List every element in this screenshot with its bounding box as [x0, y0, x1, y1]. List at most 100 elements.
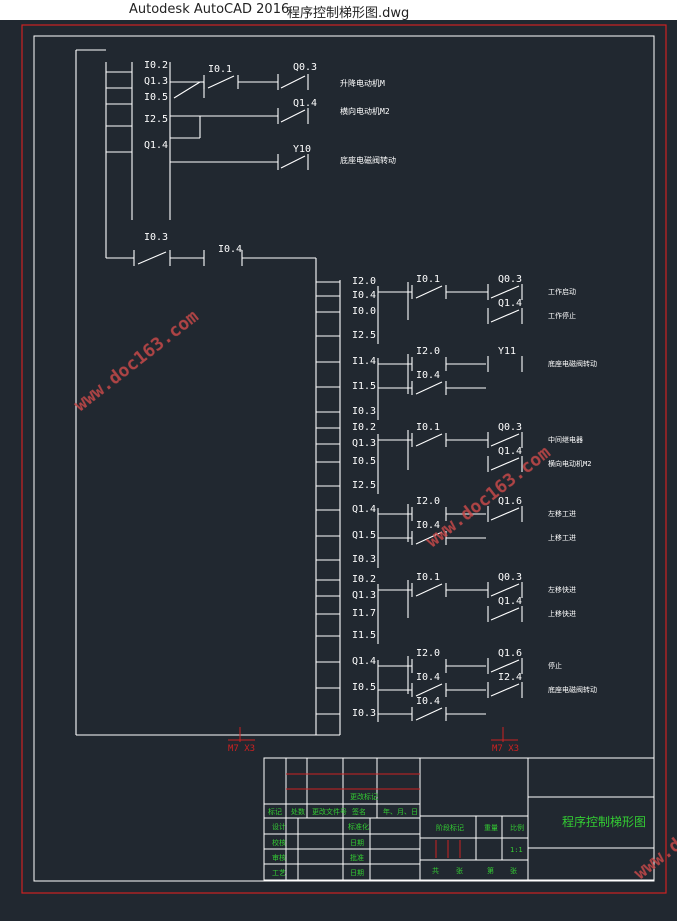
lower-g0-coil-0: Q0.3 [498, 274, 522, 285]
mid-contact-a: I0.3 [144, 232, 168, 243]
c [280, 155, 306, 169]
upper-contact-label-0: I0.2 [144, 60, 168, 71]
lower-g5-contact-1: I0.5 [352, 682, 376, 693]
tb-std-1: 日期 [350, 839, 364, 847]
c [280, 109, 306, 123]
rung1-series-label: I0.1 [208, 64, 232, 75]
ladder-diagram [75, 49, 523, 736]
lower-g1-series-0-label: I2.0 [416, 346, 440, 357]
lower-g2-coil-0: Q0.3 [498, 422, 522, 433]
lower-g2-out-label-1: 横向电动机M2 [548, 459, 591, 468]
mid-contact-b: I0.4 [218, 244, 242, 255]
lower-g0-coil-1: Q1.4 [498, 298, 522, 309]
section-markers: M7 X3 M7 X3 [228, 727, 519, 754]
lower-g2-out-label-0: 中间继电器 [548, 435, 583, 444]
lower-g2-contact-0: I0.2 [352, 422, 376, 433]
watermark-1: www.doc163.com [70, 306, 203, 416]
lower-g5-series-1-label: I0.4 [416, 672, 440, 683]
tb-sign-0: 设计 [272, 822, 286, 831]
rung3-coil-label: 底座电磁阀转动 [340, 155, 396, 165]
upper-contact-label-2: I0.5 [144, 92, 168, 103]
lower-g0-series-label: I0.1 [416, 274, 440, 285]
rung3-coil: Y10 [293, 144, 311, 155]
upper-contact-label-3: I2.5 [144, 114, 168, 125]
tb-std-0: 标准化 [348, 822, 369, 831]
title-block [263, 757, 655, 881]
marker-right: M7 X3 [492, 744, 519, 754]
lower-g4-coil-0: Q0.3 [498, 572, 522, 583]
lower-g5-out-label-0: 停止 [548, 661, 562, 670]
lower-g0-contact-1: I0.4 [352, 290, 376, 301]
coil-slash [490, 607, 520, 621]
rung1-coil: Q0.3 [293, 62, 317, 73]
rung1-coil-label: 升降电动机M [340, 78, 385, 88]
title-block-text: 程序控制梯形图 标记 处数 更改文件号 签名 年、月、日 更改标记 设计 校核 … [268, 792, 646, 877]
lower-g3-contact-0: Q1.4 [352, 504, 376, 515]
rung2-coil: Q1.4 [293, 98, 317, 109]
tb-ticks [435, 840, 461, 858]
lower-g3-contact-1: Q1.5 [352, 530, 376, 541]
coil-slash [490, 683, 520, 697]
lower-g3-series-1-label: I0.4 [416, 520, 440, 531]
lower-g5-out-label-1: 底座电磁阀转动 [548, 685, 597, 694]
lower-g1-out-label-0: 底座电磁阀转动 [548, 359, 597, 368]
c [137, 251, 167, 265]
lower-g5-series-2-slash [415, 707, 443, 721]
tb-sheet-1: 张 [456, 866, 463, 875]
lower-g5-contact-2: I0.3 [352, 708, 376, 719]
lower-g4-contact-3: I1.5 [352, 630, 376, 641]
tb-sign-2: 审核 [272, 853, 286, 862]
lower-g4-coil-1: Q1.4 [498, 596, 522, 607]
tb-scale: 1:1 [510, 846, 523, 854]
tb-std-3: 日期 [350, 869, 364, 877]
rung2-coil-label: 横向电动机M2 [340, 106, 390, 116]
lower-g1-contact-0: I1.4 [352, 356, 376, 367]
coil-slash [490, 433, 520, 447]
inner-frame [33, 35, 655, 882]
lower-g3-out-label-0: 左移工进 [548, 509, 576, 518]
rung1-slash [173, 81, 201, 99]
coil-slash [490, 285, 520, 299]
lower-g3-series-0-label: I2.0 [416, 496, 440, 507]
lower-g0-out-label-0: 工作启动 [548, 287, 576, 296]
lower-g5-series-2-label: I0.4 [416, 696, 440, 707]
tb-stage-2: 比例 [510, 823, 524, 832]
lower-g5-coil-1: I2.4 [498, 672, 522, 683]
tb-left-4: 年、月、日 [383, 807, 418, 816]
lower-g2-contact-2: I0.5 [352, 456, 376, 467]
lower-g2-series-slash [415, 433, 443, 447]
rung1-series-slash [207, 75, 235, 89]
file-name: 程序控制梯形图.dwg [287, 6, 410, 21]
lower-g5-coil-0: Q1.6 [498, 648, 522, 659]
tb-stage-1: 重量 [484, 824, 498, 832]
lower-g4-out-label-0: 左移快进 [548, 585, 576, 594]
lower-g4-series-slash [415, 583, 443, 597]
tb-sheet-2: 第 [487, 866, 494, 875]
lower-g4-contact-2: I1.7 [352, 608, 376, 619]
tb-left-0: 标记 [268, 807, 282, 816]
coil-slash [490, 507, 520, 521]
tb-sheet-3: 张 [510, 866, 517, 875]
lower-g1-series-1-slash [415, 381, 443, 395]
coil-slash [280, 75, 306, 89]
drawing-title: 程序控制梯形图 [562, 814, 646, 829]
lower-g0-contact-3: I2.5 [352, 330, 376, 341]
outer-frame [21, 24, 667, 894]
tb-left-2: 更改文件号 [312, 807, 347, 816]
lower-g2-coil-1: Q1.4 [498, 446, 522, 457]
lower-g3-coil-0: Q1.6 [498, 496, 522, 507]
lower-g5-contact-0: Q1.4 [352, 656, 376, 667]
tb-update-label: 更改标记 [350, 792, 378, 801]
coil-slash [490, 309, 520, 323]
lower-g2-contact-1: Q1.3 [352, 438, 376, 449]
upper-contact-label-1: Q1.3 [144, 76, 168, 87]
lower-g4-contact-0: I0.2 [352, 574, 376, 585]
marker-left: M7 X3 [228, 744, 255, 754]
lower-g1-coil-0: Y11 [498, 346, 516, 357]
lower-g3-contact-2: I0.3 [352, 554, 376, 565]
lower-g0-contact-0: I2.0 [352, 276, 376, 287]
tb-stage-0: 阶段标记 [436, 823, 464, 832]
coil-slash [490, 583, 520, 597]
